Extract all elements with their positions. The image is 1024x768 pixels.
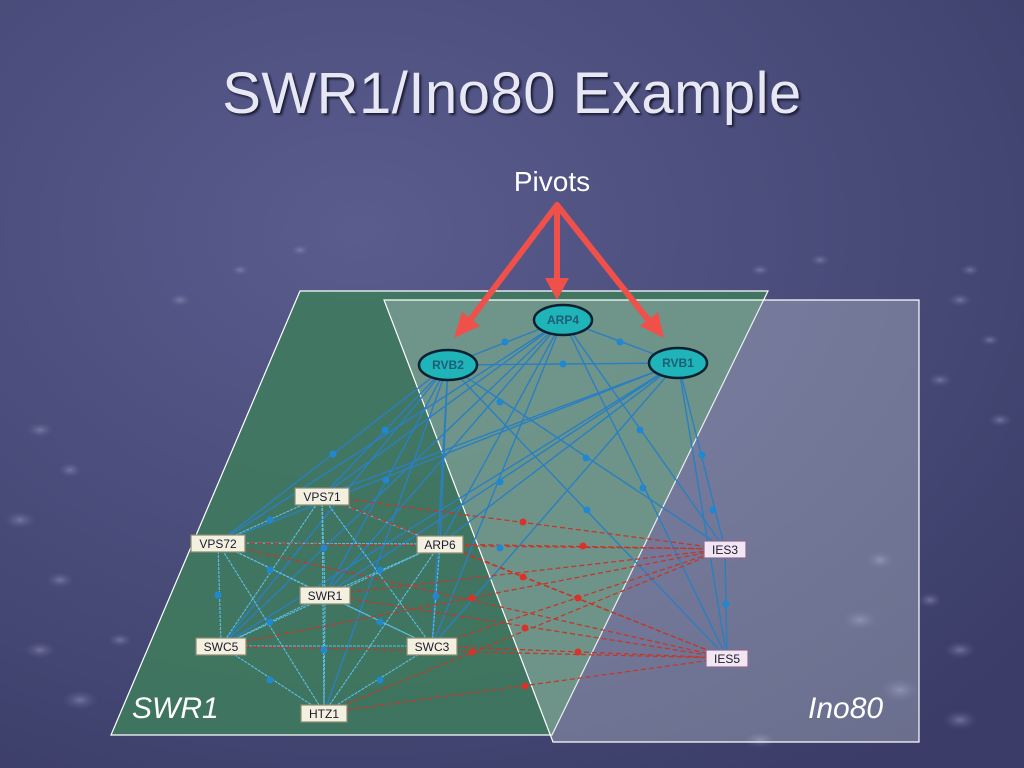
background-dots (4, 244, 1012, 748)
node-label: VPS71 (303, 490, 341, 504)
node-ies5: IES5 (705, 649, 749, 668)
node-vps71: VPS71 (294, 487, 350, 506)
pivot-node-arp4: ARP4 (532, 303, 594, 337)
node-label: RVB1 (662, 356, 694, 370)
node-label: HTZ1 (309, 707, 339, 721)
node-label: IES3 (712, 543, 738, 557)
ino80-region-label: Ino80 (808, 692, 884, 725)
pivots-label: Pivots (513, 166, 591, 197)
slide-title: SWR1/Ino80 Example (222, 61, 802, 126)
node-ies3: IES3 (703, 540, 747, 559)
node-label: SWR1 (308, 589, 343, 603)
node-swr1: SWR1 (299, 586, 351, 605)
pivot-arrowheads (454, 278, 664, 338)
edge-blue-dots (214, 338, 730, 684)
node-vps72: VPS72 (190, 534, 246, 553)
node-arp6: ARP6 (416, 535, 464, 554)
swr1-region-label: SWR1 (132, 692, 219, 725)
node-swc3: SWC3 (406, 637, 458, 656)
node-label: VPS72 (199, 537, 237, 551)
edge-red-dots (468, 518, 587, 690)
node-label: SWC5 (204, 640, 239, 654)
node-label: RVB2 (432, 358, 464, 372)
pivot-node-rvb2: RVB2 (417, 348, 479, 382)
pivot-arrows (467, 202, 653, 325)
node-swc5: SWC5 (195, 637, 247, 656)
pivot-node-rvb1: RVB1 (647, 346, 709, 380)
node-htz1: HTZ1 (300, 704, 348, 723)
node-label: IES5 (714, 652, 740, 666)
node-label: ARP4 (547, 313, 579, 327)
node-label: ARP6 (424, 538, 456, 552)
node-label: SWC3 (415, 640, 450, 654)
